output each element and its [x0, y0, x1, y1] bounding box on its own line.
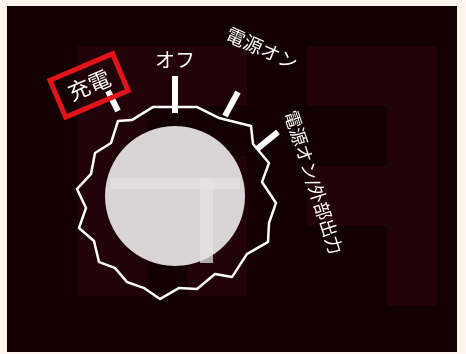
- mode-dial-panel: 充電 オフ 電源オン 電源オン/外部出力: [7, 6, 457, 352]
- dial-gear-outline: [75, 105, 278, 301]
- knob-shine-vertical: [200, 179, 213, 263]
- knob-shine: [111, 178, 240, 189]
- selected-frame-border: [46, 50, 132, 121]
- tick-power-on-external: [255, 129, 280, 152]
- dial-tick-marks: [105, 76, 280, 152]
- mode-dial-graphic: 充電 オフ 電源オン 電源オン/外部出力: [46, 24, 437, 306]
- tick-charge: [105, 89, 121, 113]
- background-watermark: [77, 46, 437, 306]
- dial-label-off[interactable]: オフ: [155, 48, 195, 72]
- tick-power-on: [222, 90, 241, 118]
- rotary-knob-icon[interactable]: [105, 126, 245, 266]
